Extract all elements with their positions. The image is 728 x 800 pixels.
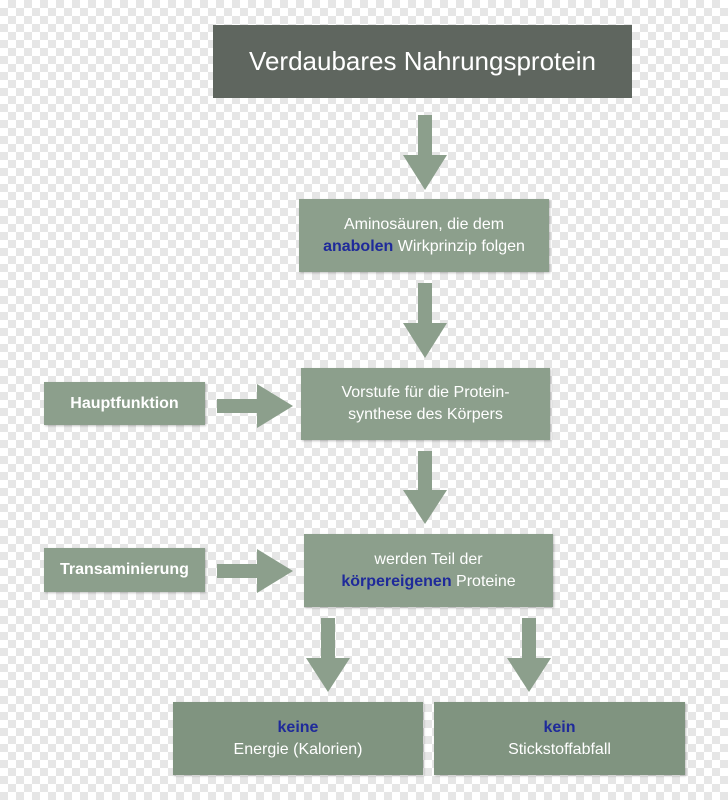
proteins-line-2-rest: Proteine — [451, 572, 516, 590]
keine-highlight: keine — [277, 718, 319, 736]
proteins-line-2: körpereigenen Proteine — [341, 571, 515, 593]
down-arrow-1 — [403, 115, 447, 190]
title-box: Verdaubares Nahrungsprotein — [213, 25, 632, 98]
transaminierung-label: Transaminierung — [60, 561, 189, 578]
no-energy-box: keine Energie (Kalorien) — [173, 702, 423, 775]
transaminierung-box: Transaminierung — [44, 548, 205, 592]
amino-line-2: anabolen Wirkprinzip folgen — [323, 236, 525, 258]
precursor-line-1: Vorstufe für die Protein- — [341, 384, 510, 401]
precursor-line-2: synthese des Körpers — [348, 406, 503, 423]
proteins-line-1: werden Teil der — [374, 550, 483, 568]
down-arrow-left — [306, 618, 350, 692]
koerpereigenen-highlight: körpereigenen — [341, 572, 452, 590]
kein-highlight: kein — [543, 718, 576, 736]
nitrogen-waste-line: Stickstoffabfall — [508, 740, 611, 758]
amino-line-1: Aminosäuren, die dem — [343, 215, 505, 233]
amino-line-2-rest: Wirkprinzip folgen — [393, 237, 525, 255]
energy-line: Energie (Kalorien) — [233, 740, 363, 758]
body-proteins-box: werden Teil der körpereigenen Proteine — [304, 534, 553, 607]
down-arrow-2 — [403, 283, 447, 358]
precursor-box: Vorstufe für die Protein- synthese des K… — [301, 368, 550, 440]
right-arrow-2 — [217, 549, 293, 593]
down-arrow-3 — [403, 451, 447, 524]
anabolen-highlight: anabolen — [323, 237, 394, 255]
no-nitrogen-waste-box: kein Stickstoffabfall — [434, 702, 685, 775]
hauptfunktion-box: Hauptfunktion — [44, 382, 205, 425]
title-text: Verdaubares Nahrungsprotein — [249, 46, 596, 76]
down-arrow-right — [507, 618, 551, 692]
right-arrow-1 — [217, 384, 293, 428]
amino-acids-box: Aminosäuren, die dem anabolen Wirkprinzi… — [299, 199, 549, 272]
hauptfunktion-label: Hauptfunktion — [70, 394, 179, 412]
